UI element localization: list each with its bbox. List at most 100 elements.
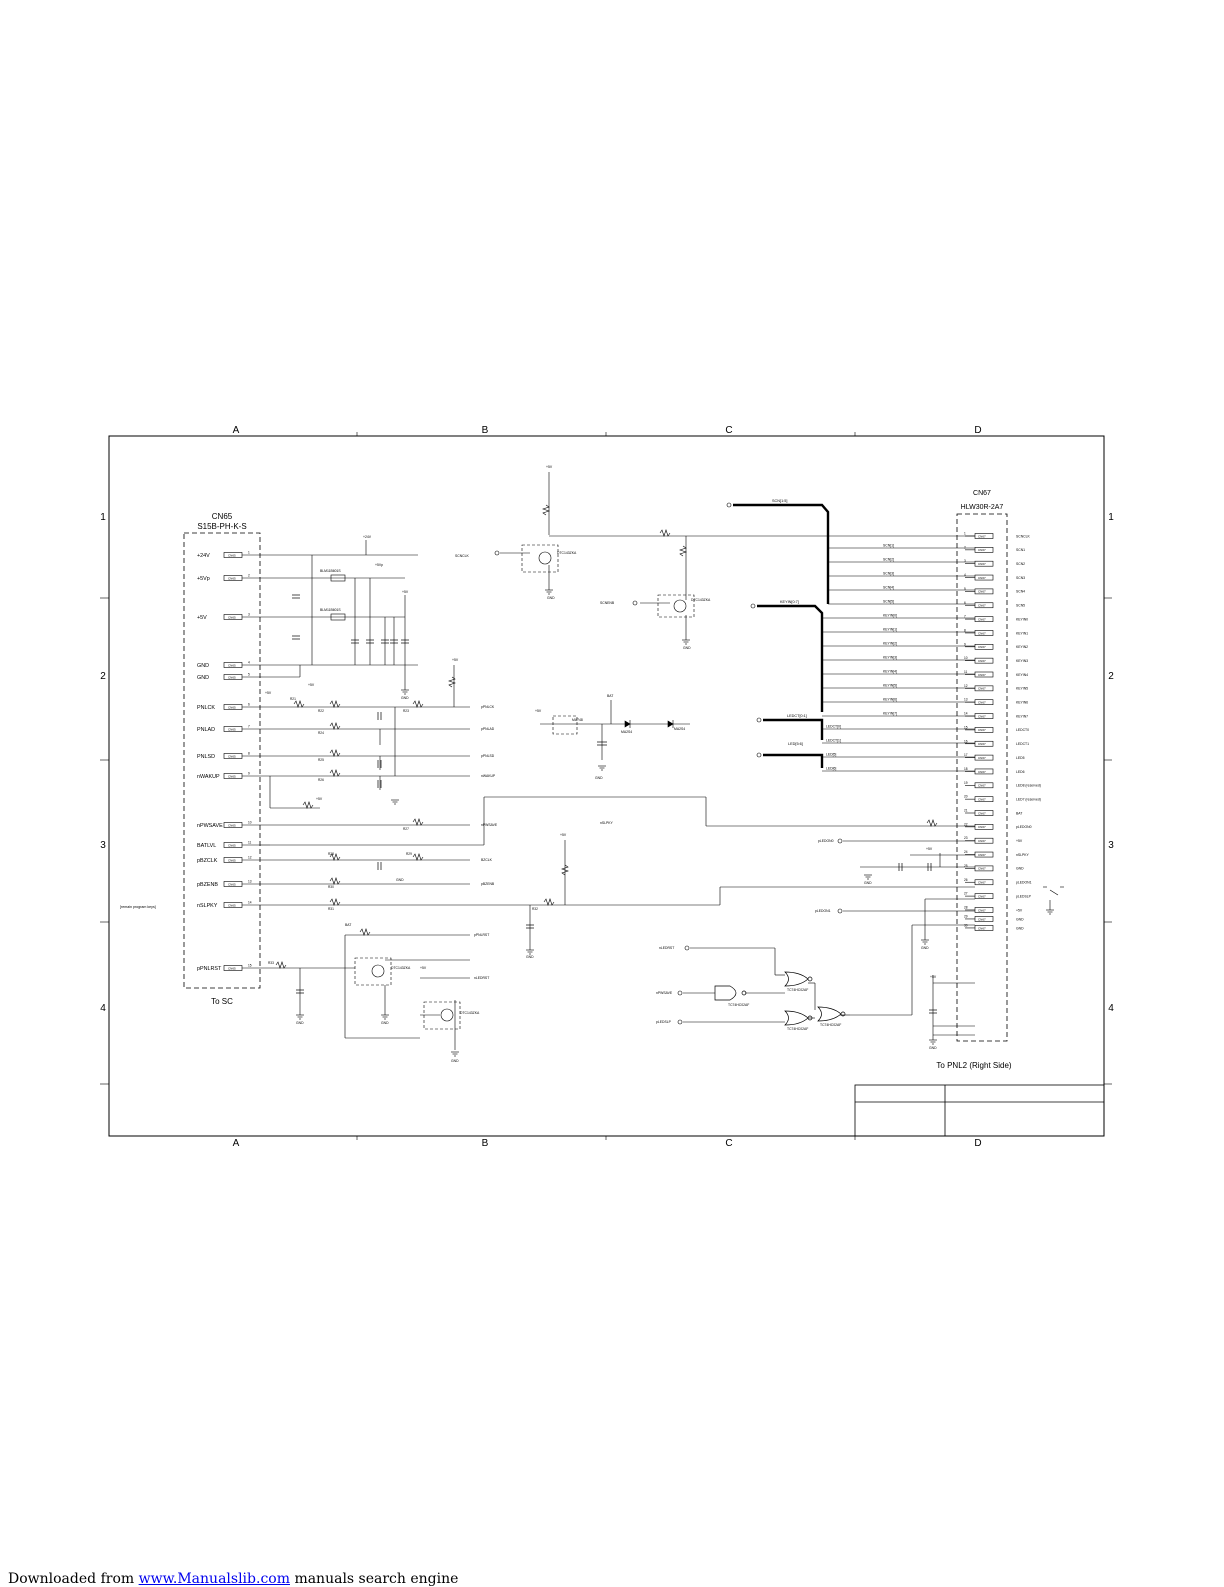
column-label: D <box>974 425 981 436</box>
pin-housing <box>974 810 994 816</box>
net-label: +5V <box>308 683 315 687</box>
cn65-pin-num: 13 <box>248 880 252 884</box>
pin-housing <box>974 616 994 622</box>
row-label: 1 <box>100 512 106 523</box>
cn67-pin-name: BAT <box>1016 811 1022 815</box>
cn65-pin-num: 9 <box>248 772 250 776</box>
net-label: pPNLCK <box>481 705 495 709</box>
cn67-pin-num: 13 <box>964 698 968 702</box>
cn65-pin-num: 4 <box>248 661 250 665</box>
cn65-connector: CN65 S15B-PH-K-S To SC [remain program k… <box>120 512 261 1006</box>
cn67-pin-tag: CN67 <box>978 562 986 566</box>
cn65-pin-name: nWAKUP <box>197 774 220 780</box>
resistor-ref: R27 <box>403 827 409 831</box>
cn67-pin-num: 6 <box>964 601 966 605</box>
resistors <box>275 504 938 969</box>
cn67-pin-tag: CN67 <box>978 590 986 594</box>
cn65-pin-num: 7 <box>248 725 250 729</box>
column-labels-bottom: A B C D <box>233 1138 982 1149</box>
pin-housing <box>974 851 994 858</box>
title-block <box>854 1084 1105 1137</box>
cn67-pin-name: SCN3 <box>1016 576 1025 580</box>
cn65-pin-name: PNLAD <box>197 727 215 733</box>
pin-housing <box>974 547 994 553</box>
cn67-pin-name: GND <box>1016 917 1024 921</box>
cn65-pin-tag: CN65 <box>228 903 236 907</box>
pin-housing <box>974 782 994 789</box>
net-label: nWAKUP <box>481 774 496 778</box>
cn67-pin-num: 7 <box>964 615 966 619</box>
diodes <box>624 720 674 728</box>
pin-housing <box>974 685 994 692</box>
filter-label: BLM11B601S <box>320 608 341 612</box>
net-label: +5V <box>420 966 427 970</box>
cn67-pin-tag: CN67 <box>978 867 986 871</box>
cn67-pin-num: 5 <box>964 587 966 591</box>
cn67-pin-name: SCN4 <box>1016 590 1025 594</box>
cn65-pin-num: 1 <box>248 551 250 555</box>
cn67-pin-name: LEDCT1 <box>1016 742 1029 746</box>
net-label: GND <box>864 881 872 885</box>
q-label: DTC143ZKA <box>391 966 411 970</box>
manualslib-link[interactable]: www.Manualslib.com <box>138 1571 290 1587</box>
cn67-pin-num: 16 <box>964 739 968 743</box>
pin-housing <box>974 796 994 802</box>
column-label: A <box>233 1138 240 1149</box>
cn65-pin-num: 5 <box>248 673 250 677</box>
cn67-pin-name: pLEDSLP <box>1016 894 1032 898</box>
cn67-pin-num: 24 <box>964 850 968 854</box>
cn67-pin-num: 20 <box>964 795 968 799</box>
pin-housing <box>974 560 994 567</box>
cn67-pin-name: KEYIN5 <box>1016 687 1028 691</box>
cn67-pin-num: 29 <box>964 914 968 918</box>
cn65-caption: To SC <box>211 997 233 1006</box>
gate-label: TC74HC02AF <box>728 1003 749 1007</box>
resistor-ref: R29 <box>406 852 412 856</box>
cn67-pin-name: KEYIN2 <box>1016 645 1028 649</box>
cn67-pin-num: 11 <box>964 670 968 674</box>
download-footer: Downloaded from www.Manualslib.com manua… <box>8 1571 458 1587</box>
bus-tap-label: KEYIN[7] <box>883 712 897 716</box>
cn65-part: S15B-PH-K-S <box>197 522 246 531</box>
pin-housing <box>974 754 994 761</box>
pin-housing <box>974 657 994 664</box>
scan-tap-labels: SCN[1]SCN[2]SCN[3]SCN[4]SCN[5] <box>883 544 894 604</box>
net-label: nSLPKY <box>600 821 614 825</box>
cn67-pin-num: 21 <box>964 809 968 813</box>
gate-labels: TC74HC02AF TC74HC02AF TC74HC02AF TC74HC0… <box>728 988 841 1031</box>
row-label: 3 <box>100 840 106 851</box>
cn67-pin-tag: CN67 <box>978 881 986 885</box>
bus-taps <box>822 547 975 772</box>
q-label: DTC143ZKA <box>557 551 577 555</box>
led-tap-labels: LED[5]LED[6] <box>826 753 836 771</box>
pin-housing <box>974 602 994 609</box>
row-label: 3 <box>1108 840 1114 851</box>
net-label: +5V <box>546 465 553 469</box>
bus-tap-label: KEYIN[3] <box>883 656 897 660</box>
resistor-ref: R30 <box>328 885 334 889</box>
bus-tap-label: SCN[4] <box>883 586 894 590</box>
ground-symbols <box>296 589 1054 1057</box>
cn67-pin-name: LED7 (reserved) <box>1016 797 1041 801</box>
cn67-pin-tag: CN67 <box>978 548 986 552</box>
diode-label: MA2S4 <box>621 730 632 734</box>
net-label: GND <box>451 1059 459 1063</box>
transistors <box>354 544 695 1030</box>
net-label: BAT <box>345 923 351 927</box>
cn67-pin-tag: CN67 <box>978 917 986 921</box>
gate-label: TC74HC02AF <box>820 1023 841 1027</box>
cn65-pin-name: nSLPKY <box>197 903 218 909</box>
cn65-pin-num: 15 <box>248 964 252 968</box>
cn65-pin-tag: CN65 <box>228 675 236 679</box>
cn67-pin-name: +5V <box>1016 908 1023 912</box>
cn67-pin-num: 19 <box>964 781 968 785</box>
cn67-pin-name: LED6 <box>1016 770 1025 774</box>
